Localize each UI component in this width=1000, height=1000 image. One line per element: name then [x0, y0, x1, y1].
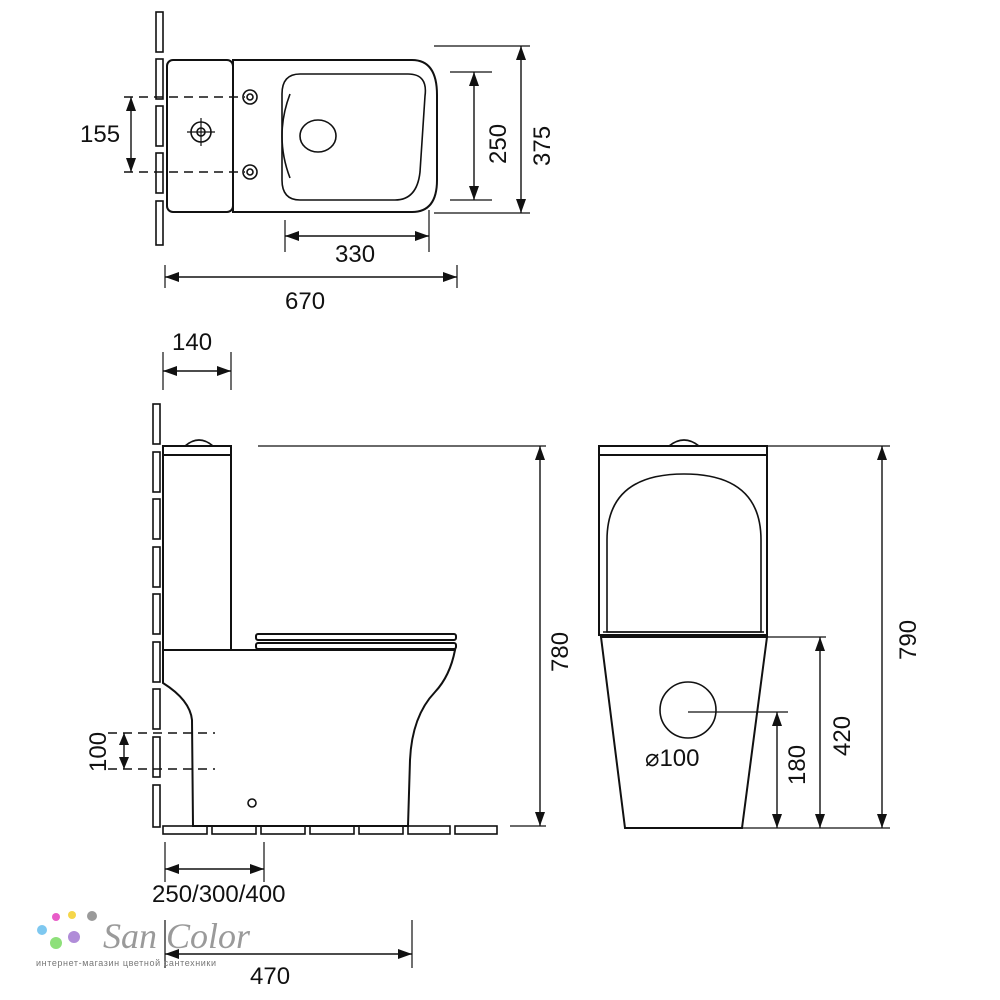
side-view: 140 780 100 250/300/400 470 [85, 329, 574, 990]
top-view-wall [155, 11, 164, 246]
seat-lid-front [606, 473, 762, 633]
brand-tagline: интернет-магазин цветной сантехники [36, 958, 217, 968]
top-view: 155 250 375 330 670 [80, 11, 556, 315]
brand-dot [52, 913, 60, 921]
flush-button-front-icon [668, 439, 700, 447]
dim-wall-to-outlet: 250/300/400 [152, 881, 285, 908]
outlet-circle-icon [659, 681, 717, 739]
water-inlet-icon [187, 118, 215, 146]
dim-front-height: 790 [895, 620, 922, 660]
dim-base-length: 470 [250, 963, 290, 990]
dim-overall-width: 375 [529, 126, 556, 166]
tank-front [598, 454, 768, 636]
seat-lid-side [255, 633, 457, 641]
dim-side-height: 780 [547, 632, 574, 672]
brand-dot [87, 911, 97, 921]
tank-lid-side [162, 445, 232, 456]
bowl-body-front [599, 636, 769, 829]
dim-tank-depth: 140 [172, 329, 212, 356]
dim-seat-opening-width: 250 [485, 124, 512, 164]
dim-mount-spacing: 155 [80, 121, 120, 148]
tank-lid-front [598, 445, 768, 456]
brand-dot [50, 937, 62, 949]
fixing-bolt-icon [242, 89, 258, 180]
bowl-outline-top [232, 59, 438, 213]
dim-overall-length: 670 [285, 288, 325, 315]
front-view: ⌀100 180 420 790 [598, 439, 922, 829]
tank-side [162, 454, 232, 651]
dim-outlet-center-height: 180 [784, 745, 811, 785]
seat-outline-top [281, 73, 427, 201]
dim-bowl-length: 330 [335, 241, 375, 268]
brand-logo: San Color интернет-магазин цветной санте… [36, 911, 251, 968]
floor-tiles [162, 825, 498, 835]
brand-dot [37, 925, 47, 935]
brand-dots-icon [37, 911, 97, 949]
brand-name: San Color [103, 916, 251, 956]
side-view-wall [152, 403, 161, 828]
dim-outlet-diameter: ⌀100 [645, 745, 700, 772]
brand-dot [68, 911, 76, 919]
dim-outlet-height: 100 [85, 732, 112, 772]
flush-button-icon [184, 439, 214, 447]
bowl-body-side [162, 649, 457, 827]
brand-dot [68, 931, 80, 943]
fixing-hole-icon [247, 798, 257, 808]
seat-opening-top [299, 119, 337, 153]
dim-seat-height: 420 [829, 716, 856, 756]
